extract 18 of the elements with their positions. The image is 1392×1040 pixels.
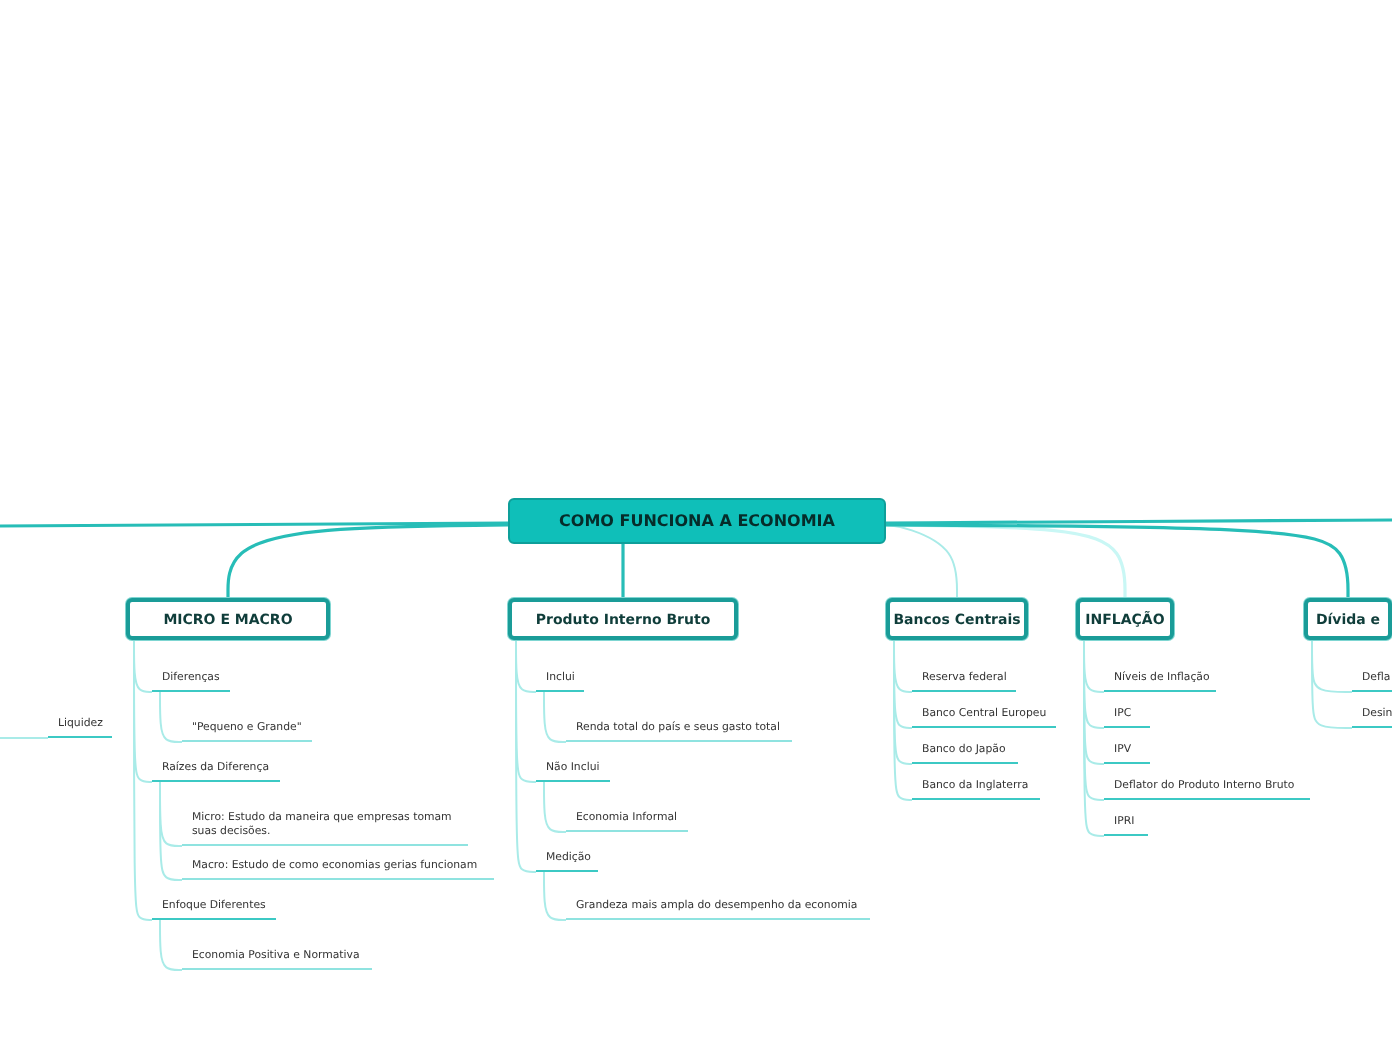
branch-line [133, 639, 153, 921]
branch-line [1311, 639, 1353, 729]
branch-line [159, 691, 183, 743]
branch-line [1083, 639, 1105, 837]
branch-line [543, 691, 567, 743]
branch-line [543, 871, 567, 921]
branch-line [893, 639, 913, 801]
branch-line [543, 781, 567, 833]
branch-line [159, 919, 183, 971]
branch-line [886, 518, 1392, 525]
branch-line [886, 523, 1350, 598]
central-topic-box: COMO FUNCIONA A ECONOMIA [508, 498, 886, 544]
branch-line [0, 521, 508, 528]
branch-line [515, 639, 537, 873]
branch-line [621, 544, 625, 598]
branch-line [0, 737, 49, 739]
branch-line [159, 781, 183, 881]
branch-line [226, 523, 508, 598]
